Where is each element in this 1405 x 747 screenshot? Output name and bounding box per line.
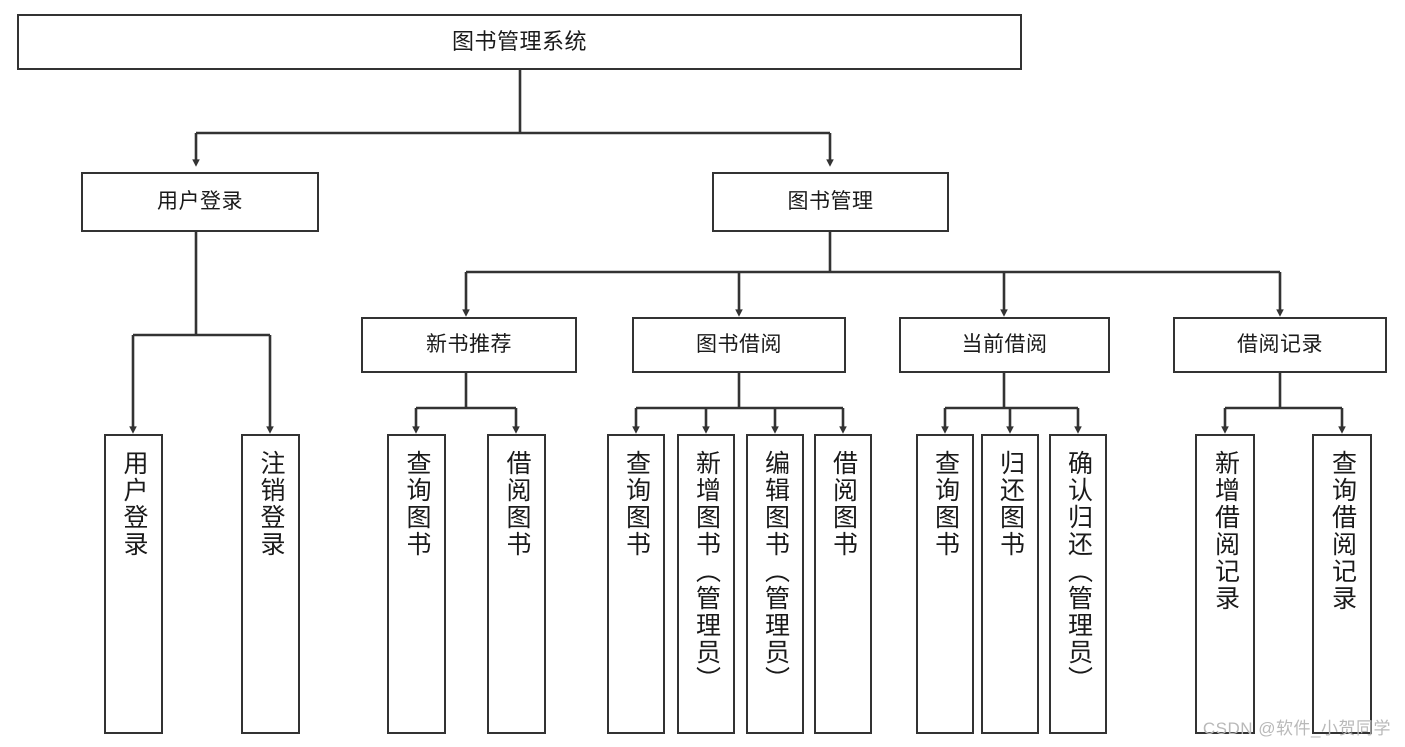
node-label: 新增图书（管理员）	[692, 450, 721, 693]
leaf-new-book-borrow-book[interactable]: 借阅图书	[487, 434, 546, 734]
node-label: 图书管理系统	[451, 28, 587, 54]
leaf-current-borrow-query-book[interactable]: 查询图书	[916, 434, 974, 734]
leaf-book-borrow-query-book[interactable]: 查询图书	[607, 434, 665, 734]
node-current-borrow[interactable]: 当前借阅	[899, 317, 1110, 373]
node-label: 图书管理	[787, 190, 874, 214]
node-label: 查询图书	[403, 450, 431, 558]
node-label: 用户登录	[157, 190, 243, 214]
leaf-user-login-logout[interactable]: 注销登录	[241, 434, 300, 734]
leaf-book-borrow-add-book-admin[interactable]: 新增图书（管理员）	[677, 434, 735, 734]
leaf-book-borrow-borrow-book[interactable]: 借阅图书	[814, 434, 872, 734]
leaf-current-borrow-confirm-return-admin[interactable]: 确认归还（管理员）	[1049, 434, 1107, 734]
node-label: 查询借阅记录	[1328, 450, 1357, 612]
node-label: 注销登录	[257, 450, 285, 558]
node-label: 新书推荐	[426, 333, 512, 357]
node-label: 借阅图书	[829, 450, 858, 558]
node-label: 当前借阅	[961, 333, 1048, 357]
node-label: 编辑图书（管理员）	[761, 450, 790, 693]
node-label: 图书借阅	[696, 333, 782, 357]
node-root-book-management-system[interactable]: 图书管理系统	[17, 14, 1022, 70]
node-new-book-recommend[interactable]: 新书推荐	[361, 317, 577, 373]
leaf-book-borrow-edit-book-admin[interactable]: 编辑图书（管理员）	[746, 434, 804, 734]
node-label: 归还图书	[996, 450, 1025, 558]
node-label: 借阅图书	[503, 450, 531, 558]
leaf-new-book-query-book[interactable]: 查询图书	[387, 434, 446, 734]
node-label: 新增借阅记录	[1211, 450, 1240, 612]
node-borrow-record[interactable]: 借阅记录	[1173, 317, 1387, 373]
node-label: 用户登录	[120, 450, 148, 558]
node-label: 确认归还（管理员）	[1064, 450, 1093, 693]
leaf-borrow-record-add-record[interactable]: 新增借阅记录	[1195, 434, 1255, 734]
node-user-login[interactable]: 用户登录	[81, 172, 319, 232]
node-label: 查询图书	[622, 450, 651, 558]
leaf-current-borrow-return-book[interactable]: 归还图书	[981, 434, 1039, 734]
leaf-user-login-login[interactable]: 用户登录	[104, 434, 163, 734]
csdn-watermark: CSDN @软件_小贺同学	[1202, 719, 1391, 738]
node-book-borrow[interactable]: 图书借阅	[632, 317, 846, 373]
node-label: 查询图书	[931, 450, 960, 558]
leaf-borrow-record-query-record[interactable]: 查询借阅记录	[1312, 434, 1372, 734]
node-label: 借阅记录	[1237, 333, 1323, 357]
node-book-management[interactable]: 图书管理	[712, 172, 949, 232]
